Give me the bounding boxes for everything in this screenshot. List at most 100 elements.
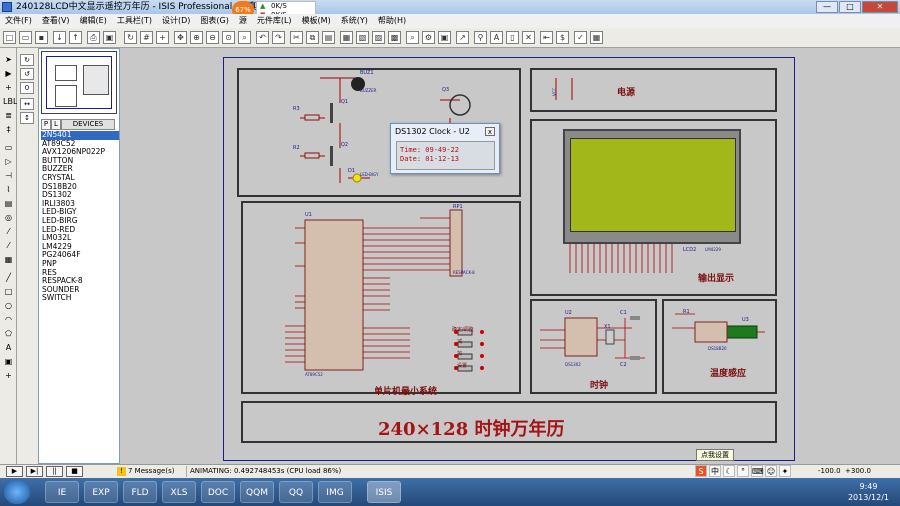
taskbar-word[interactable]: DOC xyxy=(201,481,235,503)
open-file-icon[interactable]: ▭ xyxy=(19,31,32,44)
graph-mode-icon[interactable]: ⌇ xyxy=(6,185,11,194)
menu-view[interactable]: 查看(V) xyxy=(41,16,70,25)
search-tag-icon[interactable]: ⚲ xyxy=(474,31,487,44)
menu-help[interactable]: 帮助(H) xyxy=(377,16,407,25)
library-manager-button[interactable]: L xyxy=(51,119,61,130)
menu-template[interactable]: 模板(M) xyxy=(301,16,331,25)
taskbar-qq[interactable]: QQ xyxy=(279,481,313,503)
device-list-item[interactable]: RESPACK-8 xyxy=(42,276,83,286)
wire-autorouter-icon[interactable]: ↗ xyxy=(456,31,469,44)
device-list-item[interactable]: LM4229 xyxy=(42,241,72,251)
arc-2d-icon[interactable]: ◠ xyxy=(5,315,12,324)
import-icon[interactable]: ↓ xyxy=(53,31,66,44)
taskbar-isis[interactable]: ISIS xyxy=(367,481,401,503)
taskbar-image[interactable]: IMG xyxy=(318,481,352,503)
block-copy-icon[interactable]: ▦ xyxy=(340,31,353,44)
device-list-item[interactable]: AVX1206NP022P xyxy=(42,147,105,157)
current-probe-icon[interactable]: ⁄ xyxy=(7,241,10,250)
ime-user-icon[interactable]: ☺ xyxy=(765,465,777,477)
ime-settings-icon[interactable]: ✦ xyxy=(779,465,791,477)
device-list-item[interactable]: 2N5401 xyxy=(41,130,119,140)
pan-icon[interactable]: ✥ xyxy=(174,31,187,44)
menu-graph[interactable]: 图表(G) xyxy=(200,16,229,25)
cut-icon[interactable]: ✂ xyxy=(290,31,303,44)
rotation-angle-field[interactable]: 0 xyxy=(20,82,34,94)
block-rotate-icon[interactable]: ▨ xyxy=(372,31,385,44)
circle-2d-icon[interactable]: ○ xyxy=(5,301,12,310)
block-delete-icon[interactable]: ▩ xyxy=(388,31,401,44)
schematic-canvas[interactable]: BUZ1 BUZZER Q1 Q2 Q3 R3 R2 D1 LED-BIGY U… xyxy=(120,48,900,464)
menu-source[interactable]: 源 xyxy=(238,16,247,25)
make-device-icon[interactable]: ⚙ xyxy=(422,31,435,44)
maximize-button[interactable]: □ xyxy=(839,1,861,13)
device-list-item[interactable]: LED-RED xyxy=(42,224,76,234)
junction-dot-icon[interactable]: + xyxy=(5,83,12,92)
print-icon[interactable]: ⎙ xyxy=(87,31,100,44)
device-list-item[interactable]: LED-BIGY xyxy=(42,207,77,217)
device-list-item[interactable]: PNP xyxy=(42,258,57,268)
generator-icon[interactable]: ◎ xyxy=(5,213,12,222)
overview-window[interactable] xyxy=(41,51,117,114)
device-list-item[interactable]: DS18B20 xyxy=(42,181,77,191)
virtual-instruments-icon[interactable]: ▦ xyxy=(4,255,13,264)
mirror-x-icon[interactable]: ↔ xyxy=(20,98,34,110)
undo-icon[interactable]: ↶ xyxy=(256,31,269,44)
play-button[interactable]: ▶ xyxy=(6,466,23,477)
zoom-in-icon[interactable]: ⊕ xyxy=(190,31,203,44)
taskbar-excel[interactable]: XLS xyxy=(162,481,196,503)
taskbar-music[interactable]: QQM xyxy=(240,481,274,503)
zoom-area-icon[interactable]: ⌕ xyxy=(238,31,251,44)
sogou-ime-icon[interactable]: S xyxy=(695,465,707,477)
ds1302-clock-popup[interactable]: DS1302 Clock - U2 x Time: 09-49-22 Date:… xyxy=(390,123,500,174)
text-script-icon[interactable]: ≣ xyxy=(5,111,12,120)
origin-icon[interactable]: + xyxy=(156,31,169,44)
bill-of-materials-icon[interactable]: $ xyxy=(556,31,569,44)
ime-keyboard-icon[interactable]: ⌨ xyxy=(751,465,764,477)
device-list-item[interactable]: SOUNDER xyxy=(42,284,80,294)
menu-system[interactable]: 系统(Y) xyxy=(340,16,368,25)
new-sheet-icon[interactable]: ▯ xyxy=(506,31,519,44)
tape-recorder-icon[interactable]: ▤ xyxy=(4,199,13,208)
tray-clock[interactable]: 9:49 2013/12/1 xyxy=(848,481,889,503)
device-list-item[interactable]: BUZZER xyxy=(42,164,73,174)
device-list-item[interactable]: LM032L xyxy=(42,233,72,243)
pause-button[interactable]: || xyxy=(46,466,63,477)
selection-mode-icon[interactable]: ➤ xyxy=(5,55,12,64)
zoom-all-icon[interactable]: ⊙ xyxy=(222,31,235,44)
device-list-item[interactable]: BUTTON xyxy=(42,155,74,165)
ime-chinese-mode[interactable]: 中 xyxy=(709,465,721,477)
voltage-probe-icon[interactable]: ⁄ xyxy=(7,227,10,236)
save-icon[interactable]: ▪ xyxy=(35,31,48,44)
menu-library[interactable]: 元件库(L) xyxy=(256,16,292,25)
device-list-item[interactable]: AT89C52 xyxy=(42,138,76,148)
exit-to-parent-icon[interactable]: ⇤ xyxy=(540,31,553,44)
message-count[interactable]: !7 Message(s) xyxy=(116,466,182,477)
mirror-y-icon[interactable]: ↕ xyxy=(20,112,34,124)
popup-close-button[interactable]: x xyxy=(485,127,495,136)
wire-label-icon[interactable]: LBL xyxy=(3,97,18,106)
property-tool-icon[interactable]: A xyxy=(490,31,503,44)
taskbar-folder[interactable]: FLD xyxy=(123,481,157,503)
new-file-icon[interactable]: □ xyxy=(3,31,16,44)
start-button[interactable] xyxy=(4,480,30,504)
device-list-item[interactable]: LED-BIRG xyxy=(42,215,78,225)
menu-design[interactable]: 设计(D) xyxy=(162,16,191,25)
terminals-icon[interactable]: ▷ xyxy=(5,157,12,166)
marker-2d-icon[interactable]: + xyxy=(5,371,12,380)
taskbar-explorer[interactable]: EXP xyxy=(84,481,118,503)
component-mode-icon[interactable]: ▶ xyxy=(5,69,12,78)
stop-button[interactable]: ■ xyxy=(66,466,83,477)
pick-device-icon[interactable]: ⌕ xyxy=(406,31,419,44)
remove-sheet-icon[interactable]: ✕ xyxy=(522,31,535,44)
grid-toggle-icon[interactable]: # xyxy=(140,31,153,44)
ime-moon-icon[interactable]: ☾ xyxy=(723,465,735,477)
device-list-item[interactable]: RES xyxy=(42,267,57,277)
package-tool-icon[interactable]: ▣ xyxy=(438,31,451,44)
device-list-item[interactable]: CRYSTAL xyxy=(42,172,75,182)
export-icon[interactable]: ↑ xyxy=(69,31,82,44)
close-button[interactable]: ✕ xyxy=(862,1,898,13)
refresh-icon[interactable]: ↻ xyxy=(124,31,137,44)
ime-punct-icon[interactable]: ° xyxy=(737,465,749,477)
device-pins-icon[interactable]: ⊣ xyxy=(5,171,12,180)
pick-devices-button[interactable]: P xyxy=(41,119,51,130)
